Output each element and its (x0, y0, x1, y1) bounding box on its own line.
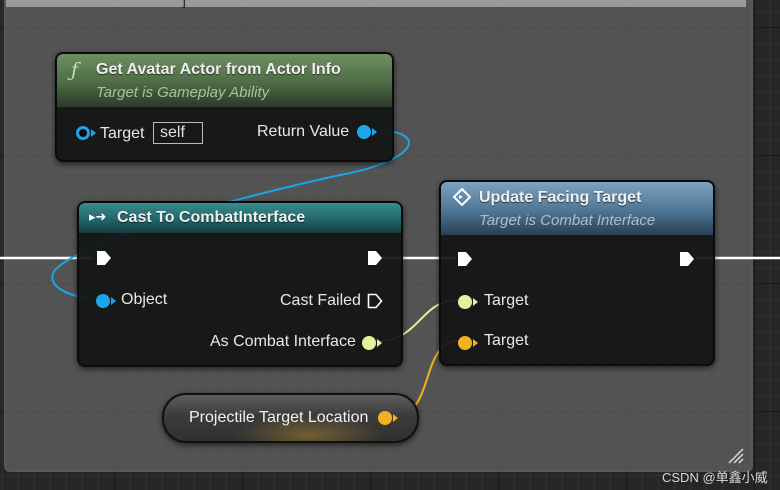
object-input-pin[interactable] (96, 294, 110, 308)
watermark-text: CSDN @单鑫小威 (662, 470, 768, 485)
variable-label: Projectile Target Location (189, 409, 369, 426)
comment-title-fragment: ] (182, 0, 186, 8)
pin-arrow-icon (393, 414, 398, 422)
target-vector-input-pin[interactable] (458, 336, 472, 350)
cast-failed-label: Cast Failed (280, 292, 361, 309)
target-interface-input-pin[interactable] (458, 295, 472, 309)
node-header[interactable]: ƒ Get Avatar Actor from Actor Info Targe… (57, 54, 392, 107)
exec-output-pin[interactable] (679, 251, 695, 267)
variable-node-projectile-target-location[interactable]: Projectile Target Location (162, 393, 419, 443)
node-update-facing-target[interactable]: Update Facing Target Target is Combat In… (439, 180, 715, 366)
interface-message-icon (453, 188, 471, 206)
node-cast-to-combat-interface[interactable]: ▸➜ Cast To CombatInterface Object Cast F… (77, 201, 403, 367)
target-input-pin[interactable] (76, 126, 90, 140)
return-value-pin[interactable] (357, 125, 371, 139)
node-title: Update Facing Target (479, 189, 642, 206)
function-icon: ƒ (71, 59, 79, 81)
node-header[interactable]: Update Facing Target Target is Combat In… (441, 182, 713, 235)
target-pin-label: Target (484, 292, 529, 309)
pin-arrow-icon (372, 128, 377, 136)
cast-icon: ▸➜ (89, 209, 107, 224)
pin-arrow-icon (473, 298, 478, 306)
pin-arrow-icon (91, 129, 96, 137)
resize-grip-icon[interactable] (726, 446, 744, 464)
pin-arrow-icon (473, 339, 478, 347)
exec-input-pin[interactable] (96, 250, 112, 266)
variable-node-glow (234, 415, 384, 441)
cast-failed-exec-pin[interactable] (367, 293, 383, 309)
node-subtitle: Target is Combat Interface (479, 212, 656, 229)
pin-arrow-icon (377, 339, 382, 347)
as-combat-interface-pin[interactable] (362, 336, 376, 350)
node-subtitle: Target is Gameplay Ability (96, 84, 270, 101)
node-header[interactable]: ▸➜ Cast To CombatInterface (79, 203, 401, 233)
target-vector-pin-label: Target (484, 332, 529, 349)
comment-box-top-edge: ] (6, 0, 746, 8)
object-pin-label: Object (121, 291, 168, 308)
as-combat-interface-label: As Combat Interface (210, 333, 356, 350)
node-get-avatar-actor[interactable]: ƒ Get Avatar Actor from Actor Info Targe… (55, 52, 394, 162)
return-value-label: Return Value (257, 123, 350, 140)
node-title: Cast To CombatInterface (117, 209, 306, 226)
exec-output-pin[interactable] (367, 250, 383, 266)
node-title: Get Avatar Actor from Actor Info (96, 61, 341, 78)
pin-arrow-icon (111, 297, 116, 305)
target-default-field[interactable]: self (153, 122, 203, 144)
variable-output-pin[interactable] (378, 411, 392, 425)
target-pin-label: Target (100, 125, 145, 142)
exec-input-pin[interactable] (457, 251, 473, 267)
